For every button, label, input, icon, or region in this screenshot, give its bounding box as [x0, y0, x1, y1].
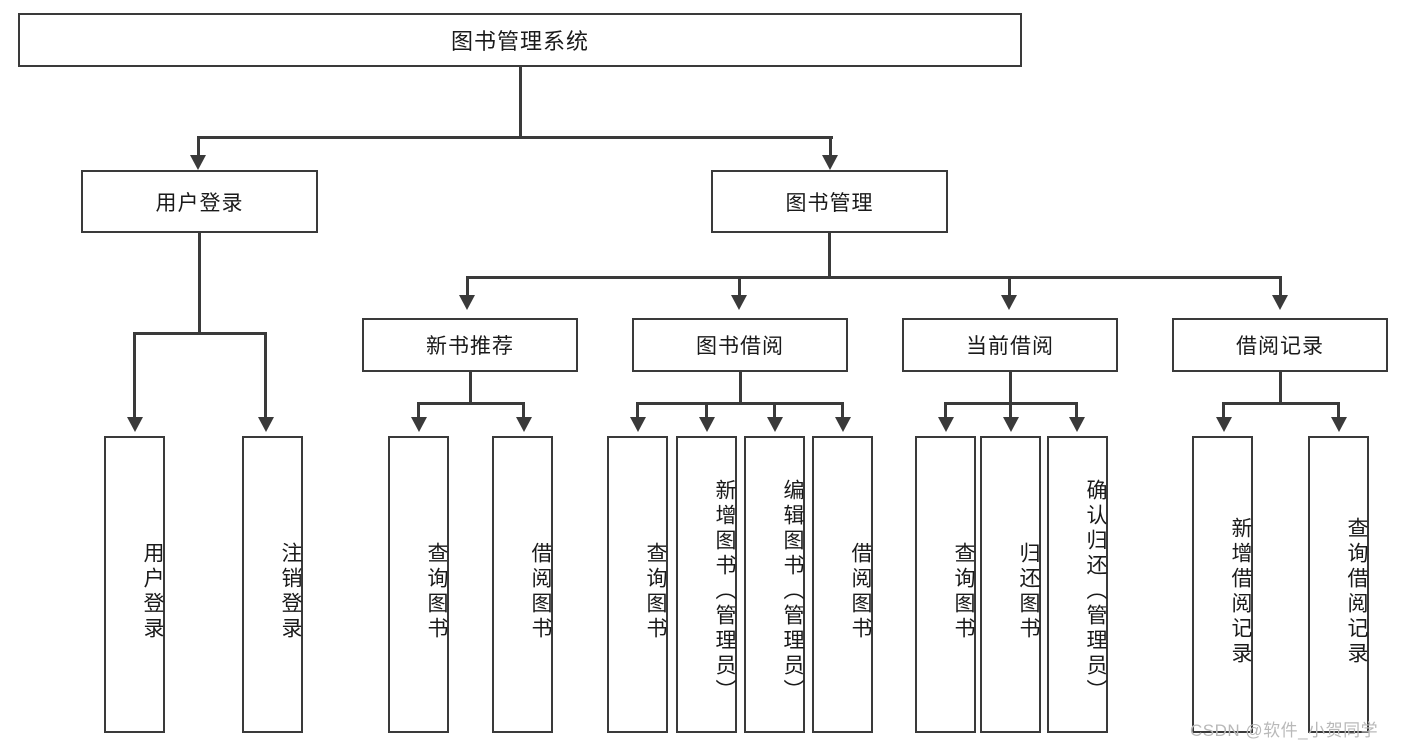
- leaf-user-login[interactable]: 用户登录: [104, 436, 165, 733]
- edge-current-borrow-to-leaf-1: [944, 402, 947, 419]
- node-label: 用户登录: [141, 541, 164, 642]
- edge-book-manage-to-l3-4: [1279, 276, 1282, 298]
- node-label: 查询图书: [644, 541, 667, 642]
- edge-borrow-record-bar: [1222, 402, 1340, 405]
- node-label: 用户登录: [155, 191, 244, 215]
- edge-book-manage-to-l3-2: [738, 276, 741, 298]
- leaf-borrow-book[interactable]: 借阅图书: [812, 436, 873, 733]
- arrowhead-leaf-edit-book: [767, 417, 783, 432]
- arrowhead-leaf-confirm-return: [1069, 417, 1085, 432]
- node-label: 图书借阅: [696, 335, 784, 358]
- leaf-borrow-book-recommend[interactable]: 借阅图书: [492, 436, 553, 733]
- arrowhead-leaf-add-book: [699, 417, 715, 432]
- node-label: 借阅图书: [529, 541, 552, 642]
- edge-root-to-book-manage: [829, 136, 832, 158]
- leaf-query-book-recommend[interactable]: 查询图书: [388, 436, 449, 733]
- leaf-query-book-current[interactable]: 查询图书: [915, 436, 976, 733]
- edge-book-manage-stem: [828, 233, 831, 278]
- leaf-confirm-return-admin[interactable]: 确认归还（管理员）: [1047, 436, 1108, 733]
- arrowhead-leaf-user-login: [127, 417, 143, 432]
- arrowhead-l3-new-book: [459, 295, 475, 310]
- node-label: 新增借阅记录: [1229, 516, 1252, 667]
- arrowhead-l3-book-borrow: [731, 295, 747, 310]
- edge-book-borrow-stem: [739, 372, 742, 404]
- node-book-manage[interactable]: 图书管理: [711, 170, 948, 233]
- node-label: 查询借阅记录: [1345, 516, 1368, 667]
- node-label: 图书管理: [785, 191, 874, 215]
- node-label: 确认归还（管理员）: [1084, 479, 1107, 704]
- edge-book-borrow-to-leaf-3: [773, 402, 776, 419]
- edge-current-borrow-to-leaf-3: [1075, 402, 1078, 419]
- edge-root-bar: [197, 136, 833, 139]
- edge-book-manage-to-l3-3: [1008, 276, 1011, 298]
- edge-user-login-to-leaf-2: [264, 332, 267, 419]
- edge-book-manage-bar: [466, 276, 1282, 279]
- node-label: 新书推荐: [426, 335, 514, 358]
- edge-new-book-bar: [417, 402, 525, 405]
- node-label: 图书管理系统: [450, 29, 589, 54]
- arrowhead-l3-borrow-record: [1272, 295, 1288, 310]
- edge-new-book-stem: [469, 372, 472, 404]
- edge-current-borrow-stem: [1009, 372, 1012, 404]
- node-label: 注销登录: [279, 541, 302, 642]
- arrowhead-l3-current-borrow: [1001, 295, 1017, 310]
- edge-user-login-bar: [133, 332, 267, 335]
- node-borrow-record[interactable]: 借阅记录: [1172, 318, 1388, 372]
- node-book-borrow[interactable]: 图书借阅: [632, 318, 848, 372]
- node-label: 借阅记录: [1236, 335, 1324, 358]
- arrowhead-leaf-borrow-book-1: [516, 417, 532, 432]
- node-root-system[interactable]: 图书管理系统: [18, 13, 1022, 67]
- arrowhead-book-manage: [822, 155, 838, 170]
- leaf-add-book-admin[interactable]: 新增图书（管理员）: [676, 436, 737, 733]
- node-current-borrow[interactable]: 当前借阅: [902, 318, 1118, 372]
- node-label: 编辑图书（管理员）: [781, 479, 804, 704]
- arrowhead-leaf-add-record: [1216, 417, 1232, 432]
- arrowhead-leaf-return-book: [1003, 417, 1019, 432]
- arrowhead-leaf-query-book-1: [411, 417, 427, 432]
- arrowhead-leaf-query-record: [1331, 417, 1347, 432]
- edge-book-borrow-to-leaf-1: [636, 402, 639, 419]
- edge-root-to-user-login: [197, 136, 200, 158]
- node-label: 当前借阅: [966, 335, 1054, 358]
- arrowhead-leaf-query-book-3: [938, 417, 954, 432]
- edge-book-manage-to-l3-1: [466, 276, 469, 298]
- edge-user-login-stem: [198, 233, 201, 334]
- leaf-edit-book-admin[interactable]: 编辑图书（管理员）: [744, 436, 805, 733]
- node-label: 借阅图书: [849, 541, 872, 642]
- node-label: 归还图书: [1017, 541, 1040, 642]
- node-label: 新增图书（管理员）: [713, 479, 736, 704]
- edge-borrow-record-stem: [1279, 372, 1282, 404]
- edge-root-stem: [519, 67, 522, 138]
- node-label: 查询图书: [952, 541, 975, 642]
- edge-current-borrow-to-leaf-2: [1009, 402, 1012, 419]
- node-user-login[interactable]: 用户登录: [81, 170, 318, 233]
- edge-borrow-record-to-leaf-2: [1337, 402, 1340, 419]
- edge-new-book-to-leaf-1: [417, 402, 420, 419]
- edge-book-borrow-bar: [636, 402, 844, 405]
- leaf-logout[interactable]: 注销登录: [242, 436, 303, 733]
- arrowhead-user-login: [190, 155, 206, 170]
- leaf-return-book[interactable]: 归还图书: [980, 436, 1041, 733]
- edge-new-book-to-leaf-2: [522, 402, 525, 419]
- leaf-query-book-borrow[interactable]: 查询图书: [607, 436, 668, 733]
- leaf-add-borrow-record[interactable]: 新增借阅记录: [1192, 436, 1253, 733]
- edge-user-login-to-leaf-1: [133, 332, 136, 419]
- edge-book-borrow-to-leaf-4: [841, 402, 844, 419]
- edge-borrow-record-to-leaf-1: [1222, 402, 1225, 419]
- arrowhead-leaf-logout: [258, 417, 274, 432]
- edge-book-borrow-to-leaf-2: [705, 402, 708, 419]
- node-label: 查询图书: [425, 541, 448, 642]
- leaf-query-borrow-record[interactable]: 查询借阅记录: [1308, 436, 1369, 733]
- arrowhead-leaf-query-book-2: [630, 417, 646, 432]
- arrowhead-leaf-borrow-book-2: [835, 417, 851, 432]
- node-new-book-recommend[interactable]: 新书推荐: [362, 318, 578, 372]
- csdn-watermark: CSDN @软件_小贺同学: [1190, 721, 1379, 740]
